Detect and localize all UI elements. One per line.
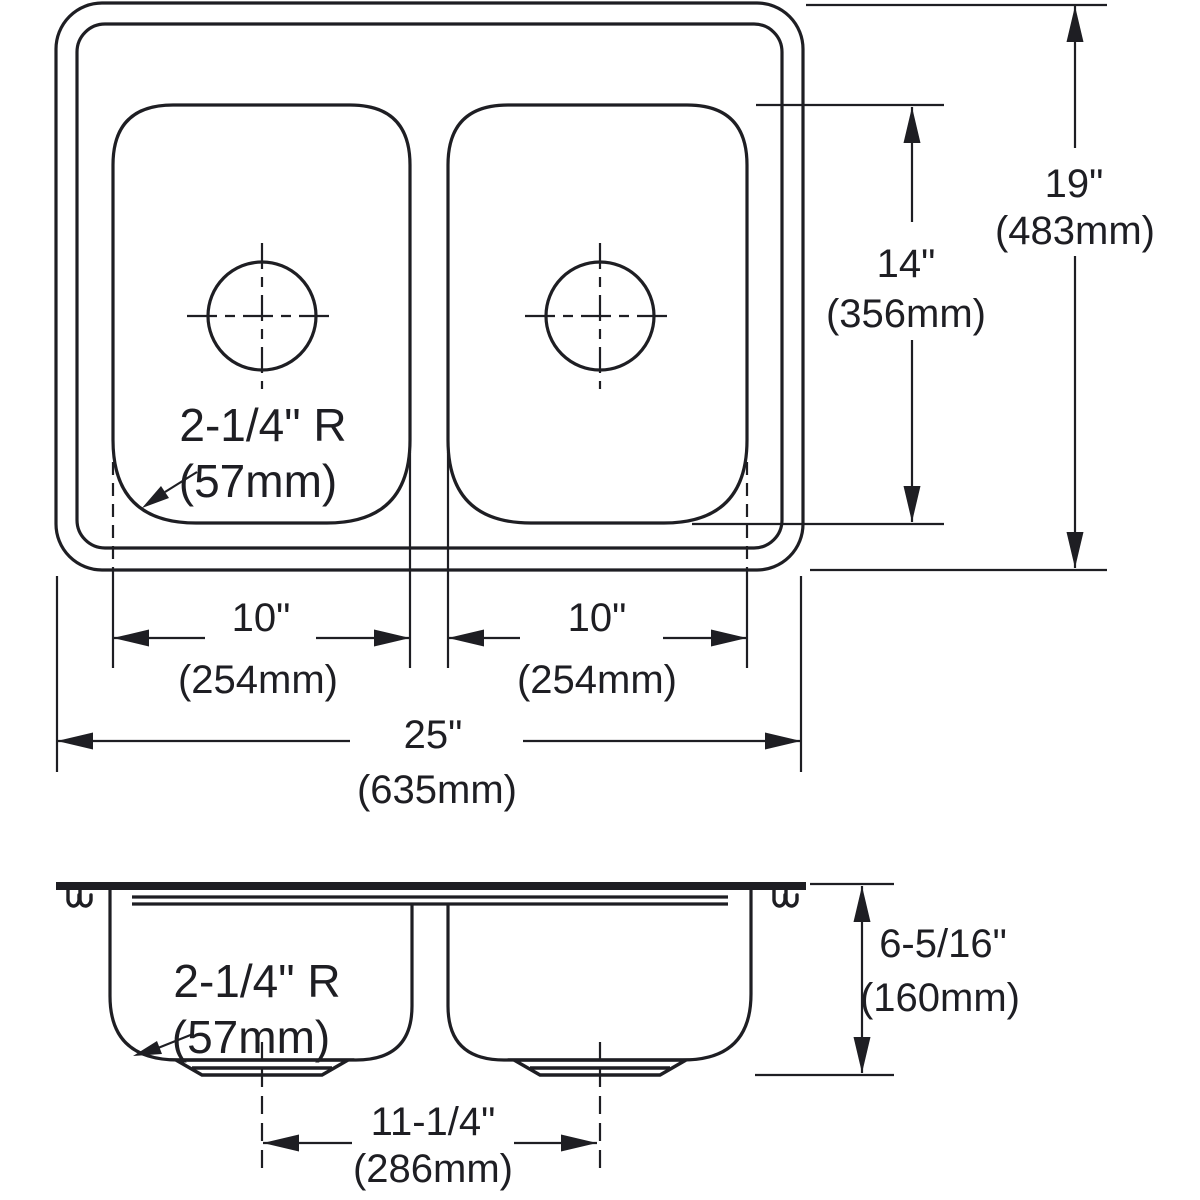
dim-depth: 6-5/16" (160mm) (755, 882, 1020, 1077)
right-mounting-clip (784, 888, 799, 908)
section-radius-leader-line (157, 1032, 194, 1050)
left-mounting-clip (78, 888, 93, 908)
rim-deck (56, 882, 806, 890)
drain-spacing-mm: (286mm) (353, 1147, 513, 1191)
arrowhead-left (448, 629, 484, 647)
left-bowl-width-in: 10" (232, 596, 291, 640)
dim-bowl-front-to-back: 14" (356mm) (692, 103, 986, 526)
top-corner-radius-label-in: 2-1/4" R (179, 399, 346, 451)
right-bowl-width-in: 10" (568, 596, 627, 640)
sink-inner-rim (75, 22, 784, 550)
right-drain-fitting (507, 1058, 693, 1077)
arrowhead-left (113, 629, 149, 647)
arrowhead-left (57, 732, 93, 750)
arrowhead-right (765, 732, 801, 750)
top-corner-radius-callout: 2-1/4" R (57mm) (142, 399, 347, 508)
section-corner-radius-label-mm: (57mm) (172, 1011, 330, 1063)
dim-overall-front-to-back: 19" (483mm) (806, 3, 1155, 572)
left-bowl-width-mm: (254mm) (178, 658, 338, 702)
dim-left-bowl-width: 10" (254mm) (111, 452, 412, 702)
depth-mm: (160mm) (860, 976, 1020, 1020)
overall-width-in: 25" (404, 713, 463, 757)
bowl-front-to-back-in: 14" (877, 242, 936, 286)
arrowhead-right (561, 1134, 597, 1152)
arrowhead-up (903, 107, 921, 143)
overall-front-to-back-in: 19" (1045, 162, 1104, 206)
dim-drain-spacing: 11-1/4" (286mm) (260, 1042, 602, 1191)
left-mounting-clip (66, 888, 81, 908)
left-drain-fitting (169, 1058, 355, 1077)
overall-width-mm: (635mm) (357, 768, 517, 812)
arrowhead-up (1066, 6, 1084, 42)
right-bowl-profile (446, 890, 753, 1062)
top-view: 2-1/4" R (57mm) 10" (254mm) 10" (54, 1, 1155, 812)
top-radius-leader-line (164, 471, 198, 493)
arrowhead-down (1066, 532, 1084, 568)
drain-lip (507, 1058, 693, 1077)
arrowhead-left (263, 1134, 299, 1152)
sink-outer-rim (54, 1, 805, 572)
arrowhead-down (903, 486, 921, 522)
drain-spacing-in: 11-1/4" (371, 1100, 496, 1144)
dim-right-bowl-width: 10" (254mm) (446, 452, 749, 702)
top-radius-leader-arrowhead (142, 486, 169, 508)
section-view: 2-1/4" R (57mm) 6-5/16" (160mm) 11-1/4" … (56, 882, 1020, 1191)
arrowhead-right (374, 629, 410, 647)
section-corner-radius-callout: 2-1/4" R (57mm) (133, 955, 341, 1063)
section-radius-leader-arrowhead (133, 1041, 162, 1056)
arrowhead-up (853, 886, 871, 922)
top-corner-radius-label-mm: (57mm) (179, 455, 337, 507)
right-mounting-clip (772, 888, 787, 908)
overall-front-to-back-mm: (483mm) (995, 209, 1155, 253)
arrowhead-down (853, 1037, 871, 1073)
bowl-front-to-back-mm: (356mm) (826, 292, 986, 336)
section-corner-radius-label-in: 2-1/4" R (173, 955, 340, 1007)
depth-in: 6-5/16" (879, 922, 1007, 966)
right-bowl-width-mm: (254mm) (517, 658, 677, 702)
dim-overall-width: 25" (635mm) (55, 576, 803, 812)
drain-lip (169, 1058, 355, 1077)
right-bowl (446, 103, 749, 525)
arrowhead-right (711, 629, 747, 647)
